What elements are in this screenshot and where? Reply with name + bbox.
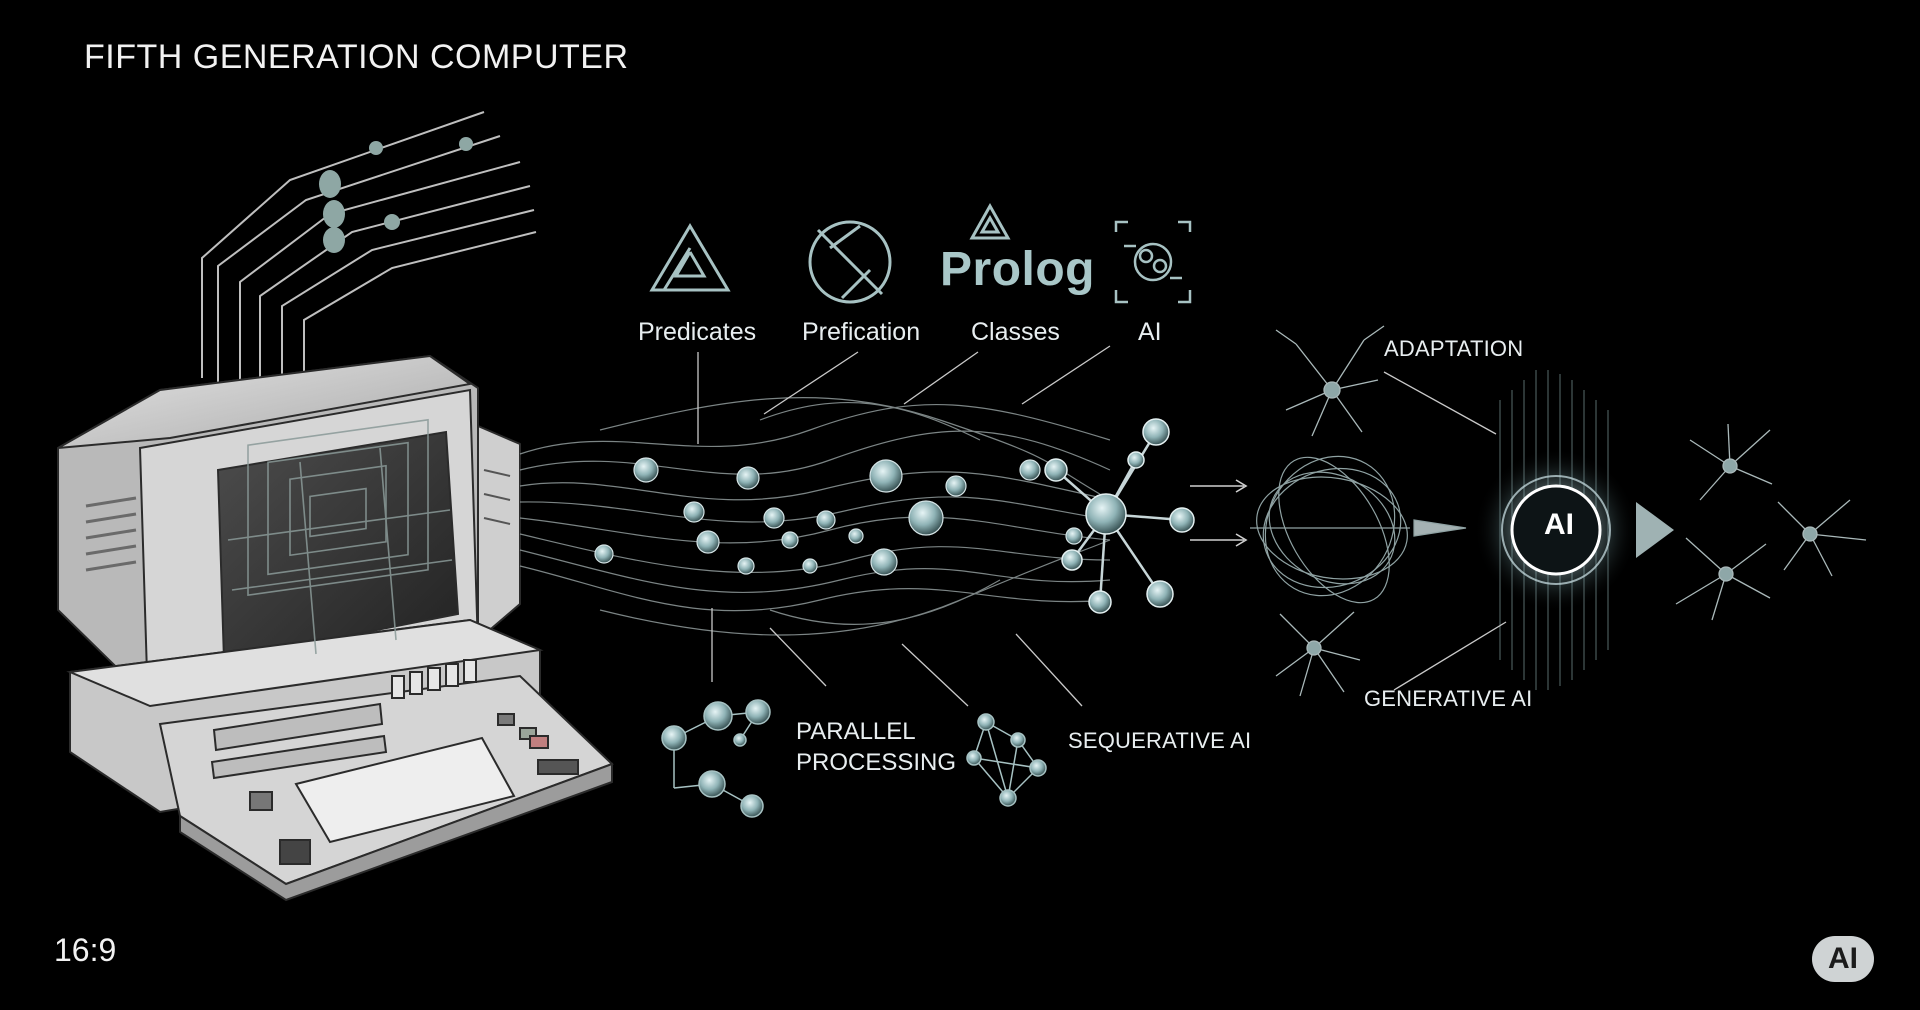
prolog-label: Prolog xyxy=(940,243,1095,296)
label-connectors xyxy=(697,345,1507,707)
side-vents xyxy=(85,496,137,572)
ai-core-label: AI xyxy=(1544,508,1574,541)
computer-cables xyxy=(201,111,537,410)
page-title: FIFTH GENERATION COMPUTER xyxy=(84,38,629,76)
neuron-right-2-icon xyxy=(1675,537,1771,621)
brain-scan-icon xyxy=(1114,220,1192,304)
neuron-right-3-icon xyxy=(1777,499,1867,577)
label-prefication: Prefication xyxy=(802,318,921,346)
label-ai: AI xyxy=(1138,318,1162,346)
ai-core-icon xyxy=(1474,370,1674,690)
crossed-circle-icon xyxy=(808,220,892,304)
flow-arrows xyxy=(1190,479,1248,547)
retro-computer-icon xyxy=(57,354,614,902)
parallel-network-icon xyxy=(661,699,771,818)
ai-badge-logo: AI xyxy=(1812,936,1874,982)
prolog-triangle-icon xyxy=(969,202,1011,240)
data-flow-lines xyxy=(519,397,1111,636)
parallel-line-1: PARALLEL xyxy=(796,718,916,745)
tangled-network-icon xyxy=(1250,455,1467,604)
neuron-bottom-icon xyxy=(1275,611,1361,697)
aspect-ratio-label: 16:9 xyxy=(54,932,117,968)
label-classes: Classes xyxy=(971,318,1060,346)
neuron-right-1-icon xyxy=(1689,423,1773,501)
neuron-top-icon xyxy=(1275,325,1385,437)
label-predicates: Predicates xyxy=(638,318,757,346)
triangle-logo-icon xyxy=(649,223,731,292)
screen-circuit xyxy=(227,418,453,655)
network-nodes xyxy=(594,457,1083,576)
sequerative-network-icon xyxy=(966,713,1047,807)
label-parallel-processing: PARALLEL PROCESSING xyxy=(796,716,956,778)
label-sequerative-ai: SEQUERATIVE AI xyxy=(1068,728,1252,753)
label-generative-ai: GENERATIVE AI xyxy=(1364,686,1533,711)
label-adaptation: ADAPTATION xyxy=(1384,336,1524,361)
hub-nodes xyxy=(1044,418,1195,614)
cable-nodes xyxy=(319,137,473,253)
parallel-line-2: PROCESSING xyxy=(796,749,957,776)
